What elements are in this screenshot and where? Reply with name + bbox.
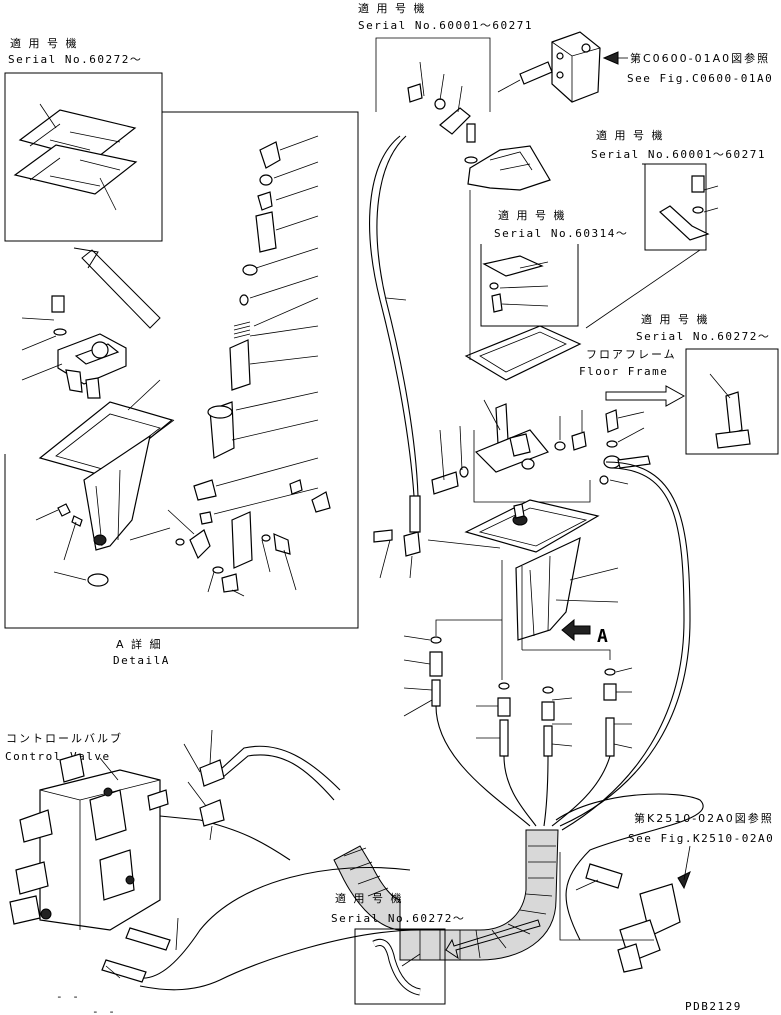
svg-text:フロアフレーム: フロアフレーム bbox=[586, 348, 677, 361]
console-pedestal-detail bbox=[35, 379, 211, 587]
svg-text:- -: - - bbox=[92, 1005, 116, 1015]
hose-cv-return bbox=[139, 866, 411, 979]
detail-a-box bbox=[4, 111, 359, 629]
hose-cv-upper bbox=[219, 745, 341, 791]
svg-text:Serial No.60001～60271: Serial No.60001～60271 bbox=[358, 19, 533, 32]
hose-cv-lower bbox=[159, 815, 291, 861]
top-serial-bracket bbox=[375, 37, 491, 112]
serial-60272-right-box bbox=[685, 348, 779, 455]
serial-60272-bottom-box bbox=[354, 928, 446, 1005]
top-serial-label: 適 用 号 機 Serial No.60001～60271 bbox=[358, 1, 533, 32]
control-valve bbox=[9, 753, 161, 931]
svg-text:Control Valve: Control Valve bbox=[5, 750, 111, 763]
serial-60272-left-box bbox=[4, 72, 163, 242]
serial-60001-right-label: 適 用 号 機 Serial No.60001～60271 bbox=[591, 128, 766, 161]
drawing-number: PDB2129 bbox=[685, 1000, 742, 1013]
serial-60272-right-label: 適 用 号 機 Serial No.60272～ bbox=[636, 312, 770, 343]
bracket-parts-right bbox=[659, 175, 719, 241]
svg-text:適 用 号 機: 適 用 号 機 bbox=[498, 208, 567, 222]
detail-a-label: A 詳 細 DetailA bbox=[113, 637, 170, 667]
arrow-a-indicator: A bbox=[561, 618, 609, 647]
pedestal-hose-connectors bbox=[403, 560, 633, 757]
valve-k2510 bbox=[559, 845, 691, 973]
svg-text:適 用 号 機: 適 用 号 機 bbox=[596, 128, 665, 142]
inset-arrow bbox=[73, 247, 161, 329]
serial-60314-label: 適 用 号 機 Serial No.60314～ bbox=[494, 208, 628, 240]
lever-assembly bbox=[431, 399, 591, 503]
plate-gasket-inset bbox=[13, 103, 138, 211]
floor-cover-plate bbox=[464, 190, 582, 381]
svg-text:Serial No.60001～60271: Serial No.60001～60271 bbox=[591, 148, 766, 161]
hose-60272-bottom bbox=[372, 939, 421, 996]
svg-text:第K2510-02A0図参照: 第K2510-02A0図参照 bbox=[634, 811, 774, 825]
svg-text:- -: - - bbox=[56, 990, 80, 1003]
lever-stack-detail bbox=[193, 135, 331, 597]
svg-text:Floor Frame: Floor Frame bbox=[579, 365, 668, 378]
svg-text:第C0600-01A0図参照: 第C0600-01A0図参照 bbox=[630, 51, 770, 65]
serial-60272-bottom-label: 適 用 号 機 Serial No.60272～ bbox=[331, 891, 465, 925]
svg-text:A 詳 細: A 詳 細 bbox=[116, 637, 163, 651]
valve-fittings: - - - - bbox=[56, 729, 225, 1015]
floor-frame-label: フロアフレーム Floor Frame bbox=[579, 348, 677, 378]
pilot-hose-left bbox=[369, 135, 415, 497]
arrow-to-60272-bottom bbox=[445, 919, 541, 960]
bracket-leader bbox=[585, 249, 701, 329]
svg-text:Serial No.60314～: Serial No.60314～ bbox=[494, 227, 628, 240]
bracket-parts-top bbox=[407, 61, 551, 191]
serial-60314-box bbox=[480, 244, 579, 327]
hose-right-loop bbox=[555, 793, 704, 941]
svg-text:Serial No.60272～: Serial No.60272～ bbox=[636, 330, 770, 343]
svg-text:適 用 号 機: 適 用 号 機 bbox=[641, 312, 710, 326]
left-valve-parts bbox=[21, 295, 127, 399]
svg-text:適 用 号 機: 適 用 号 機 bbox=[335, 891, 404, 905]
cover-parts-60314 bbox=[482, 255, 549, 313]
hose-fitting-left bbox=[373, 297, 421, 579]
svg-text:DetailA: DetailA bbox=[113, 654, 170, 667]
serial-60001-right-box bbox=[642, 163, 707, 251]
svg-text:Serial No.60272～: Serial No.60272～ bbox=[331, 912, 465, 925]
svg-text:See Fig.K2510-02A0: See Fig.K2510-02A0 bbox=[628, 832, 774, 845]
pilot-valve-top bbox=[497, 31, 628, 103]
console-pedestal bbox=[427, 499, 619, 641]
lever-parts-60272 bbox=[709, 373, 751, 449]
svg-text:コントロールバルブ: コントロールバルブ bbox=[6, 731, 123, 745]
svg-text:適 用 号 機: 適 用 号 機 bbox=[10, 36, 79, 50]
control-valve-label: コントロールバルブ Control Valve bbox=[5, 731, 123, 763]
fig-k2510-ref: 第K2510-02A0図参照 See Fig.K2510-02A0 bbox=[628, 811, 774, 845]
floor-bolts bbox=[599, 409, 651, 485]
arrow-to-60272 bbox=[605, 385, 686, 407]
svg-text:See Fig.C0600-01A0: See Fig.C0600-01A0 bbox=[627, 72, 773, 85]
svg-text:適 用 号 機: 適 用 号 機 bbox=[358, 1, 427, 15]
serial-60272-left-label: 適 用 号 機 Serial No.60272～ bbox=[8, 36, 142, 66]
fig-c0600-ref: 第C0600-01A0図参照 See Fig.C0600-01A0 bbox=[627, 51, 773, 85]
svg-text:A: A bbox=[597, 626, 609, 647]
svg-text:Serial No.60272～: Serial No.60272～ bbox=[8, 53, 142, 66]
